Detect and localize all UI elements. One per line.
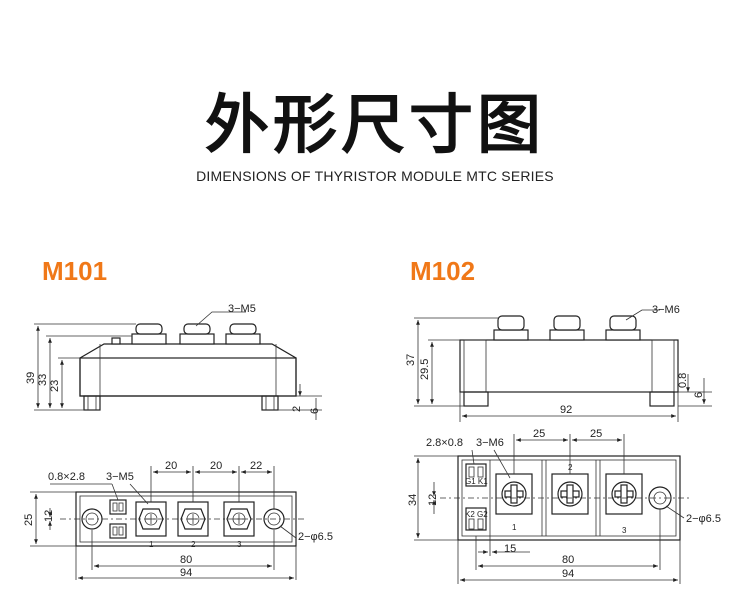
m101-height-25: 25 xyxy=(23,514,35,526)
m102-length-94: 94 xyxy=(562,568,574,580)
m102-length-15: 15 xyxy=(504,543,516,555)
m102-length-80: 80 xyxy=(562,554,574,566)
m101-pitch-3: 22 xyxy=(250,460,262,472)
m101-side-screw-label: 3−M5 xyxy=(228,303,256,315)
m102-height-12: 12 xyxy=(427,494,439,506)
m101-top-view: 1 2 3 0.8×2.8 3−M5 20 20 22 25 12 2−φ6.5 xyxy=(23,460,333,580)
m101-dim-6: 6 xyxy=(309,408,321,414)
m101-pitch-1: 20 xyxy=(165,460,177,472)
m101-length-80: 80 xyxy=(180,554,192,566)
m102-top-screw-label: 3−M6 xyxy=(476,437,504,449)
m102-dim-0-8: 0.8 xyxy=(677,373,689,388)
m101-hole-label: 2−φ6.5 xyxy=(298,531,333,543)
m102-terminal-3: 3 xyxy=(622,526,627,535)
m102-gate-label-2: K2 G2 xyxy=(465,510,488,519)
m101-length-94: 94 xyxy=(180,567,192,579)
m102-dim-37: 37 xyxy=(405,354,417,366)
m102-side-screw-label: 3−M6 xyxy=(652,304,680,316)
m102-side-view: 3−M6 37 29.5 0.8 6 92 xyxy=(405,304,712,422)
m102-pin-label: 2.8×0.8 xyxy=(426,437,463,449)
m101-side-view: 3−M5 39 33 23 2 6 xyxy=(25,303,322,420)
m102-terminal-2: 2 xyxy=(568,463,573,472)
m102-pitch-2: 25 xyxy=(590,428,602,440)
page-title: 外形尺寸图 xyxy=(205,89,545,163)
m101-pin-label: 0.8×2.8 xyxy=(48,471,85,483)
m101-terminal-2: 2 xyxy=(191,540,196,549)
m102-pitch-1: 25 xyxy=(533,428,545,440)
m101-dim-33: 33 xyxy=(37,374,49,386)
m102-gate-label-1: G1 K1 xyxy=(465,477,488,486)
m102-dim-6: 6 xyxy=(693,392,705,398)
m102-hole-label: 2−φ6.5 xyxy=(686,513,721,525)
model-label-m101: M101 xyxy=(42,256,108,286)
m101-dim-2: 2 xyxy=(291,406,303,412)
m102-terminal-1: 1 xyxy=(512,523,517,532)
m101-terminal-3: 3 xyxy=(237,540,242,549)
m101-terminal-1: 1 xyxy=(149,540,154,549)
m102-dim-92: 92 xyxy=(560,404,572,416)
m102-top-view: G1 K1 K2 G2 1 2 3 2−φ6.5 2.8×0.8 3−M6 xyxy=(407,428,721,584)
m102-height-34: 34 xyxy=(407,494,419,506)
m101-top-screw-label: 3−M5 xyxy=(106,471,134,483)
page-subtitle: DIMENSIONS OF THYRISTOR MODULE MTC SERIE… xyxy=(196,168,554,184)
m101-pitch-2: 20 xyxy=(210,460,222,472)
m101-height-12: 12 xyxy=(43,510,55,522)
m101-dim-39: 39 xyxy=(25,372,37,384)
m102-dim-29-5: 29.5 xyxy=(419,359,431,380)
model-label-m102: M102 xyxy=(410,256,476,286)
m101-dim-23: 23 xyxy=(49,380,61,392)
